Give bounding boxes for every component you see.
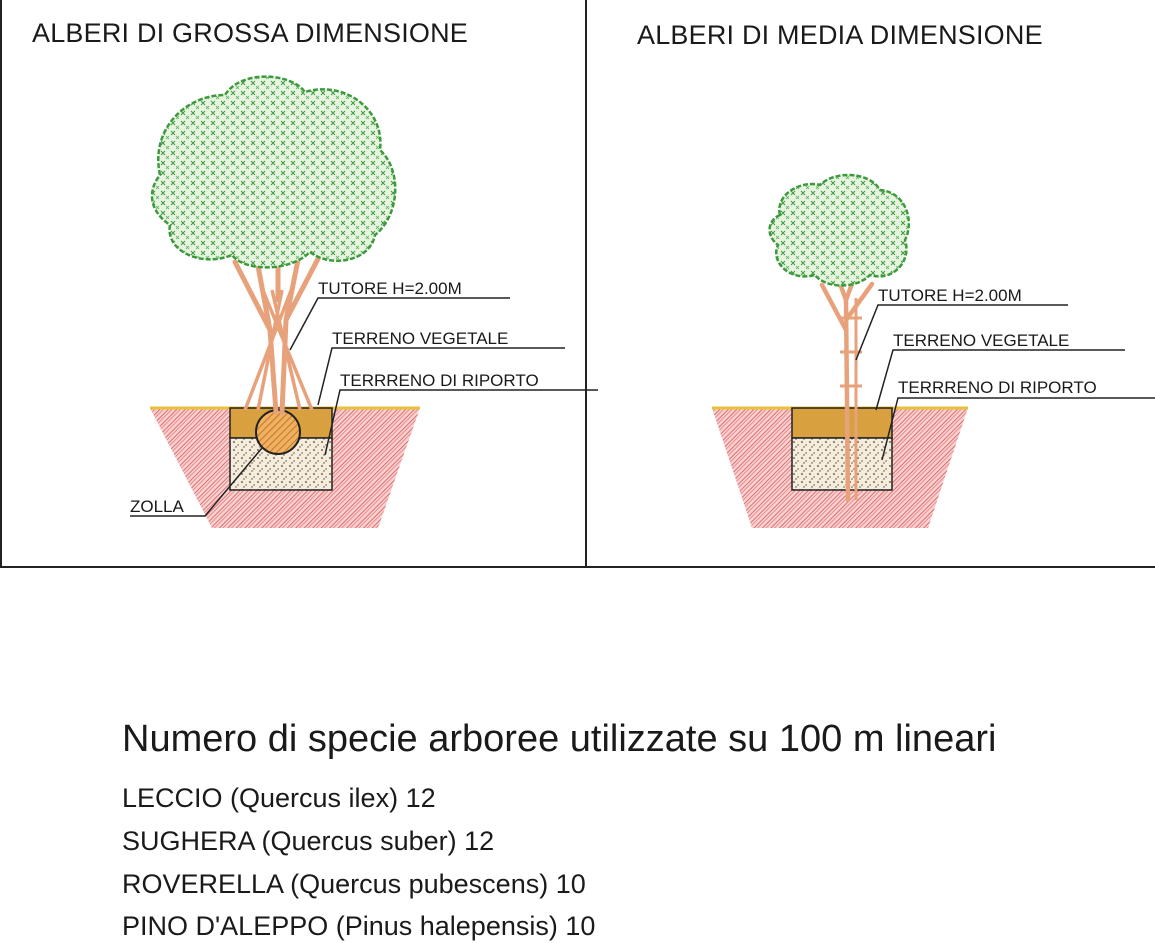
species-item-1: LECCIO (Quercus ilex) 12: [122, 783, 436, 813]
large-tree-stakes: [243, 287, 314, 411]
label-terreno-riporto-left: TERRRENO DI RIPORTO: [340, 371, 539, 390]
root-ball-zolla: [255, 409, 301, 455]
large-tree-labels: [130, 297, 598, 517]
medium-tree-topsoil: [791, 407, 893, 439]
medium-tree-canopy: [768, 173, 911, 287]
species-heading: Numero di specie arboree utilizzate su 1…: [122, 718, 997, 760]
medium-tree-group: [712, 173, 968, 528]
medium-tree-backfill: [791, 437, 893, 491]
right-panel-title: ALBERI DI MEDIA DIMENSIONE: [637, 20, 1043, 50]
planting-diagram: TUTORE H=2.00M TERRENO VEGETALE TERRRENO…: [130, 75, 1155, 528]
left-panel-title: ALBERI DI GROSSA DIMENSIONE: [32, 18, 469, 48]
label-tutore-right: TUTORE H=2.00M: [878, 286, 1022, 305]
species-item-4: PINO D'ALEPPO (Pinus halepensis) 10: [122, 911, 596, 941]
label-zolla: ZOLLA: [130, 497, 185, 516]
label-terreno-vegetale-right: TERRENO VEGETALE: [893, 331, 1069, 350]
large-tree-group: [150, 75, 420, 528]
divider-horizontal: [0, 566, 1155, 568]
divider-vertical: [585, 0, 587, 568]
large-tree-canopy: [150, 75, 397, 269]
label-tutore-left: TUTORE H=2.00M: [318, 279, 462, 298]
species-item-3: ROVERELLA (Quercus pubescens) 10: [122, 869, 586, 899]
label-terreno-riporto-right: TERRRENO DI RIPORTO: [898, 378, 1097, 397]
label-terreno-vegetale-left: TERRENO VEGETALE: [332, 329, 508, 348]
species-item-2: SUGHERA (Quercus suber) 12: [122, 826, 495, 856]
medium-tree-labels: [855, 304, 1155, 461]
medium-tree-stake: [840, 298, 862, 500]
frame-left-edge: [0, 0, 2, 568]
